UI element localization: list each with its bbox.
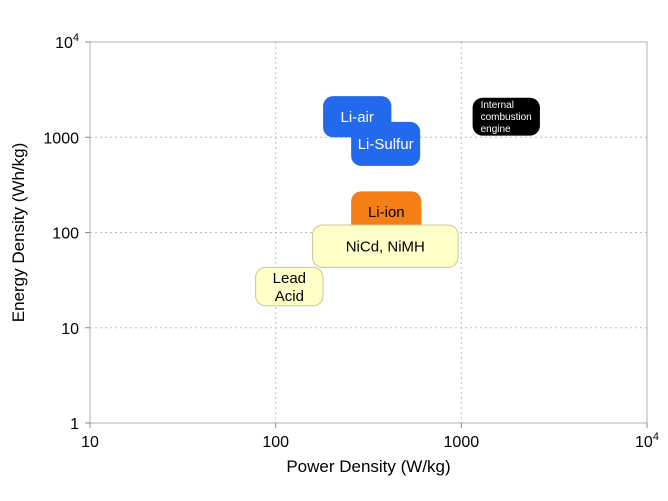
y-tick-label: 1 xyxy=(70,416,79,433)
region-label: Li-ion xyxy=(368,204,405,221)
region-box xyxy=(255,266,324,307)
region-box xyxy=(472,97,540,136)
grid xyxy=(90,42,647,423)
y-axis-title: Energy Density (Wh/kg) xyxy=(9,143,28,323)
y-tick-label: 1000 xyxy=(43,130,79,147)
region-box xyxy=(351,121,421,166)
x-tick-label: 1000 xyxy=(444,434,480,451)
region-box xyxy=(312,224,459,268)
region-label: Li-Sulfur xyxy=(358,136,414,153)
region-nicd-nimh: NiCd, NiMH xyxy=(312,224,459,268)
x-tick-label: 100 xyxy=(262,434,289,451)
y-tick-label: 100 xyxy=(52,226,79,243)
region-label: NiCd, NiMH xyxy=(346,238,425,255)
y-tick-label: 104 xyxy=(55,32,79,52)
x-tick-label: 10 xyxy=(81,434,99,451)
region-box xyxy=(351,191,422,233)
x-axis-title: Power Density (W/kg) xyxy=(286,457,450,476)
y-tick-labels: 1 10 100 1000 104 xyxy=(43,32,90,433)
y-tick-label: 10 xyxy=(61,321,79,338)
region-li-ion: Li-ion xyxy=(351,191,422,233)
region-label: Li-air xyxy=(341,109,374,126)
region-li-sulfur: Li-Sulfur xyxy=(351,121,421,166)
x-tick-labels: 10 100 1000 104 xyxy=(81,423,659,451)
x-tick-label: 104 xyxy=(635,431,659,451)
